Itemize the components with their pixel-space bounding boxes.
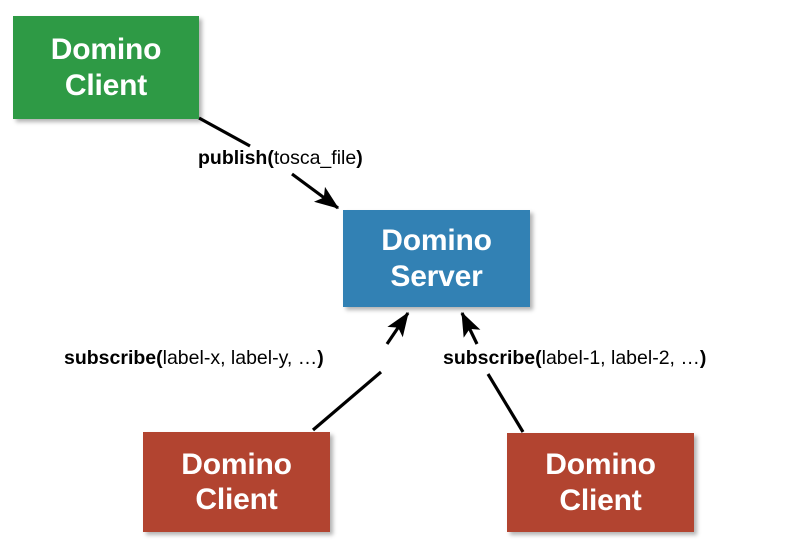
- subscribe-edge-left-segment-lower: [311, 370, 383, 432]
- node-subscriber-client-right[interactable]: Domino Client: [507, 433, 694, 532]
- node-publisher-client[interactable]: Domino Client: [13, 16, 199, 119]
- node-server[interactable]: Domino Server: [343, 210, 530, 307]
- node-subscriber-client-right-line1: Domino: [545, 448, 656, 482]
- subscribe-edge-right: [460, 311, 525, 433]
- subscribe-edge-right-label: subscribe(label-1, label-2, …): [441, 347, 709, 370]
- subscribe-edge-right-label-function: subscribe(: [443, 347, 542, 369]
- subscribe-edge-left-label: subscribe(label-x, label-y, …): [62, 348, 326, 370]
- subscribe-edge-left: [311, 311, 410, 432]
- publish-edge-segment-upper: [198, 116, 251, 148]
- subscribe-edge-left-label-function: subscribe(: [64, 347, 163, 369]
- subscribe-edge-left-label-arguments: label-x, label-y, …: [162, 347, 318, 369]
- node-publisher-client-line2: Client: [64, 68, 148, 102]
- publish-edge-label-arguments: tosca_file: [273, 147, 357, 169]
- node-subscriber-client-left-line2: Client: [195, 483, 278, 516]
- node-subscriber-client-left-line1: Domino: [181, 447, 292, 481]
- subscribe-edge-right-segment-lower: [486, 373, 525, 433]
- subscribe-edge-left-segment-upper: [385, 311, 410, 345]
- node-subscriber-client-right-line2: Client: [559, 483, 642, 517]
- publish-edge-label: publish(tosca_file): [196, 148, 365, 170]
- subscribe-edge-right-label-arguments: label-1, label-2, …: [541, 347, 700, 369]
- subscribe-edge-right-segment-upper: [460, 311, 481, 345]
- publish-edge-label-close-paren: ): [356, 147, 363, 169]
- subscribe-edge-right-label-close-paren: ): [699, 347, 707, 369]
- publish-edge-segment-lower: [291, 172, 340, 210]
- node-publisher-client-line1: Domino: [50, 33, 162, 67]
- subscribe-edge-left-label-close-paren: ): [317, 347, 324, 369]
- node-server-line1: Domino: [381, 224, 492, 258]
- node-server-line2: Server: [390, 259, 483, 293]
- node-subscriber-client-left[interactable]: Domino Client: [143, 432, 330, 532]
- publish-edge-label-function: publish(: [198, 147, 274, 169]
